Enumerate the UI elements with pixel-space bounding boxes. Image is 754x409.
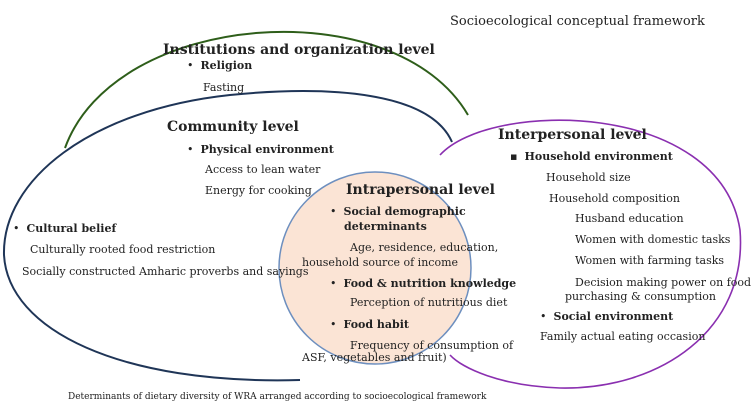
household-size-detail: Household size [546,171,631,184]
social-demographic-label: Social demographic [343,205,466,218]
asf-vegetables-detail: ASF, vegetables and fruit) [302,351,447,364]
cultural-belief-item: • Cultural belief [13,222,116,235]
proverbs-detail: Socially constructed Amharic proverbs an… [22,265,309,278]
demographic-detail-2: household source of income [302,256,459,269]
fasting-detail: Fasting [203,81,245,94]
community-heading: Community level [167,119,299,135]
institutions-heading: Institutions and organization level [163,42,435,58]
eating-occasion-detail: Family actual eating occasion [540,330,706,343]
figure-caption: Determinants of dietary diversity of WRA… [68,392,487,402]
intrapersonal-heading: Intrapersonal level [346,182,495,198]
food-habit-item: • Food habit [330,318,409,331]
institutions-level-arc [64,30,469,149]
household-composition-detail: Household composition [549,192,680,205]
lean-water-detail: Access to lean water [205,163,321,176]
social-environment-label: Social environment [553,310,674,323]
cultural-belief-label: Cultural belief [26,222,117,235]
bullet-icon: • [540,310,547,323]
bullet-icon: • [187,143,194,156]
food-nutrition-knowledge-item: • Food & nutrition knowledge [330,277,516,290]
bullet-icon: • [13,222,20,235]
interpersonal-heading: Interpersonal level [498,127,647,143]
religion-label: Religion [200,59,253,72]
social-demographic-label-line2: determinants [344,220,427,233]
social-environment-item: • Social environment [540,310,673,323]
bullet-icon: • [187,59,194,72]
interpersonal-level-ellipse [439,119,742,389]
household-environment-item: ▪ Household environment [510,150,673,163]
bullet-icon: • [330,277,337,290]
domestic-tasks-detail: Women with domestic tasks [575,233,731,246]
bullet-icon: • [330,205,337,218]
physical-environment-item: • Physical environment [187,143,334,156]
food-restriction-detail: Culturally rooted food restriction [30,243,216,256]
food-habit-label: Food habit [343,318,409,331]
demographic-detail-1: Age, residence, education, [350,241,499,254]
food-nutrition-knowledge-label: Food & nutrition knowledge [343,277,517,290]
social-demographic-item: • Social demographic [330,205,466,218]
farming-tasks-detail: Women with farming tasks [575,254,725,267]
purchasing-consumption-detail: purchasing & consumption [565,290,716,303]
physical-environment-label: Physical environment [200,143,334,156]
bullet-icon: • [330,318,337,331]
bullet-icon: ▪ [510,150,518,163]
husband-education-detail: Husband education [575,212,684,225]
cooking-energy-detail: Energy for cooking [205,184,312,197]
intrapersonal-level-circle-outline [278,171,472,365]
intrapersonal-level-circle [279,172,471,364]
framework-title: Socioecological conceptual framework [450,14,705,29]
consumption-frequency-detail: Frequency of consumption of [350,339,514,352]
community-level-ellipse [2,90,453,382]
nutritious-diet-detail: Perception of nutritious diet [350,296,508,309]
household-environment-label: Household environment [524,150,673,163]
religion-item: • Religion [187,59,252,72]
decision-power-detail: Decision making power on food [575,276,752,289]
